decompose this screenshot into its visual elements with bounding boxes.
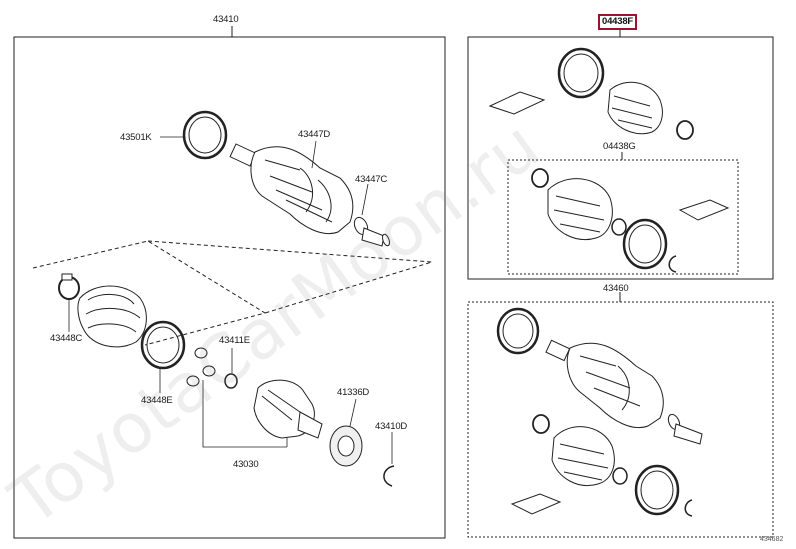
ring-43448E [140, 320, 186, 370]
clip-43410D [383, 465, 395, 487]
label-43460[interactable]: 43460 [603, 283, 629, 294]
shaft-body [250, 146, 354, 234]
label-43501K[interactable]: 43501K [120, 132, 152, 143]
shaft-assembly-right [496, 307, 703, 517]
kit-04438F-parts [488, 47, 694, 140]
label-43410D[interactable]: 43410D [375, 421, 408, 432]
label-43448C[interactable]: 43448C [50, 333, 83, 344]
clip-43411E [224, 373, 238, 389]
exploded-parts-left [58, 273, 395, 487]
label-04438F[interactable]: 04438F [598, 14, 638, 30]
boot-left [77, 285, 147, 348]
label-04438G[interactable]: 04438G [603, 141, 636, 152]
figure-reference: 434682 [760, 536, 784, 543]
label-43448E[interactable]: 43448E [141, 395, 173, 406]
label-43447C[interactable]: 43447C [355, 174, 388, 185]
leader-43030 [202, 380, 250, 448]
boot-right-top [607, 81, 663, 135]
leader-43447C [361, 183, 369, 216]
leader-41336D [349, 398, 357, 427]
kit-04438G-parts [531, 168, 730, 273]
ring-43501K [182, 110, 228, 160]
label-43447D[interactable]: 43447D [298, 129, 331, 140]
frame-43410 [13, 36, 446, 539]
dashed-outline [32, 240, 267, 346]
dashed-outline-right [147, 240, 433, 314]
label-43410[interactable]: 43410 [213, 14, 239, 25]
leader-43447D [311, 140, 317, 169]
grease-pack [488, 91, 546, 115]
label-43030[interactable]: 43030 [233, 459, 259, 470]
label-43411E[interactable]: 43411E [219, 335, 250, 346]
frame-04438F [467, 36, 774, 280]
label-41336D[interactable]: 41336D [337, 387, 370, 398]
shaft-assembly-left [182, 110, 390, 247]
band-large [557, 47, 605, 99]
